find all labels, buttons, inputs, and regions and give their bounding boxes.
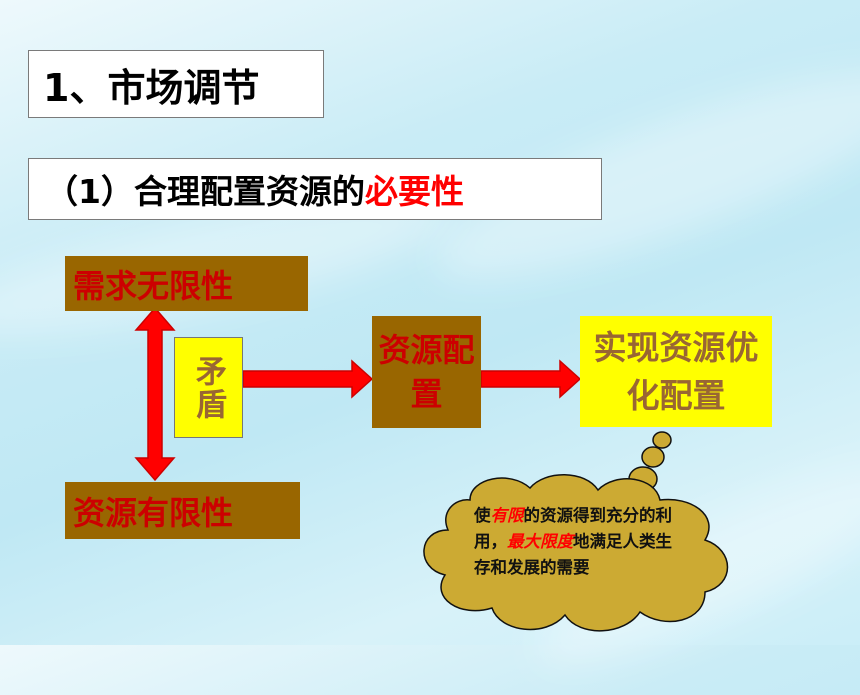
page-title: 1、市场调节 (28, 50, 324, 118)
arrow-to-allocation (242, 359, 374, 399)
diagram-arrows (134, 306, 729, 632)
contradiction-box: 矛盾 (174, 337, 243, 438)
callout-highlight2: 最大限度 (507, 532, 573, 551)
resource-limited-box: 资源有限性 (65, 482, 300, 539)
arrow-to-optimal (480, 359, 582, 399)
demand-box: 需求无限性 (65, 256, 308, 311)
allocation-label: 资源配置 (378, 331, 475, 413)
optimal-box: 实现资源优化配置 (580, 316, 772, 427)
subtitle: （1）合理配置资源的必要性 (28, 158, 602, 220)
callout-part1: 使 (474, 506, 491, 525)
allocation-box: 资源配置 (372, 316, 481, 428)
optimal-label: 实现资源优化配置 (593, 327, 759, 415)
subtitle-highlight: 必要性 (364, 172, 464, 211)
demand-label: 需求无限性 (73, 266, 234, 305)
bubble-small (652, 431, 672, 449)
cloud-callout (423, 474, 729, 632)
callout-highlight1: 有限 (490, 506, 524, 525)
vertical-double-arrow (134, 306, 176, 482)
title-text: 市场调节 (107, 65, 260, 110)
subtitle-prefix: （1）合理配置资源的 (45, 172, 365, 211)
resource-limited-label: 资源有限性 (73, 493, 234, 532)
title-number: 1、 (43, 65, 108, 110)
callout-text: 使有限的资源得到充分的利用，最大限度地满足人类生存和发展的需要 (474, 503, 684, 581)
bubble-medium (641, 446, 665, 468)
contradiction-label: 矛盾 (190, 354, 226, 421)
callout-part5: 地满足人类生存和发展的需要 (474, 532, 672, 577)
callout-part3: 的资源得到充分的利用， (474, 506, 672, 551)
